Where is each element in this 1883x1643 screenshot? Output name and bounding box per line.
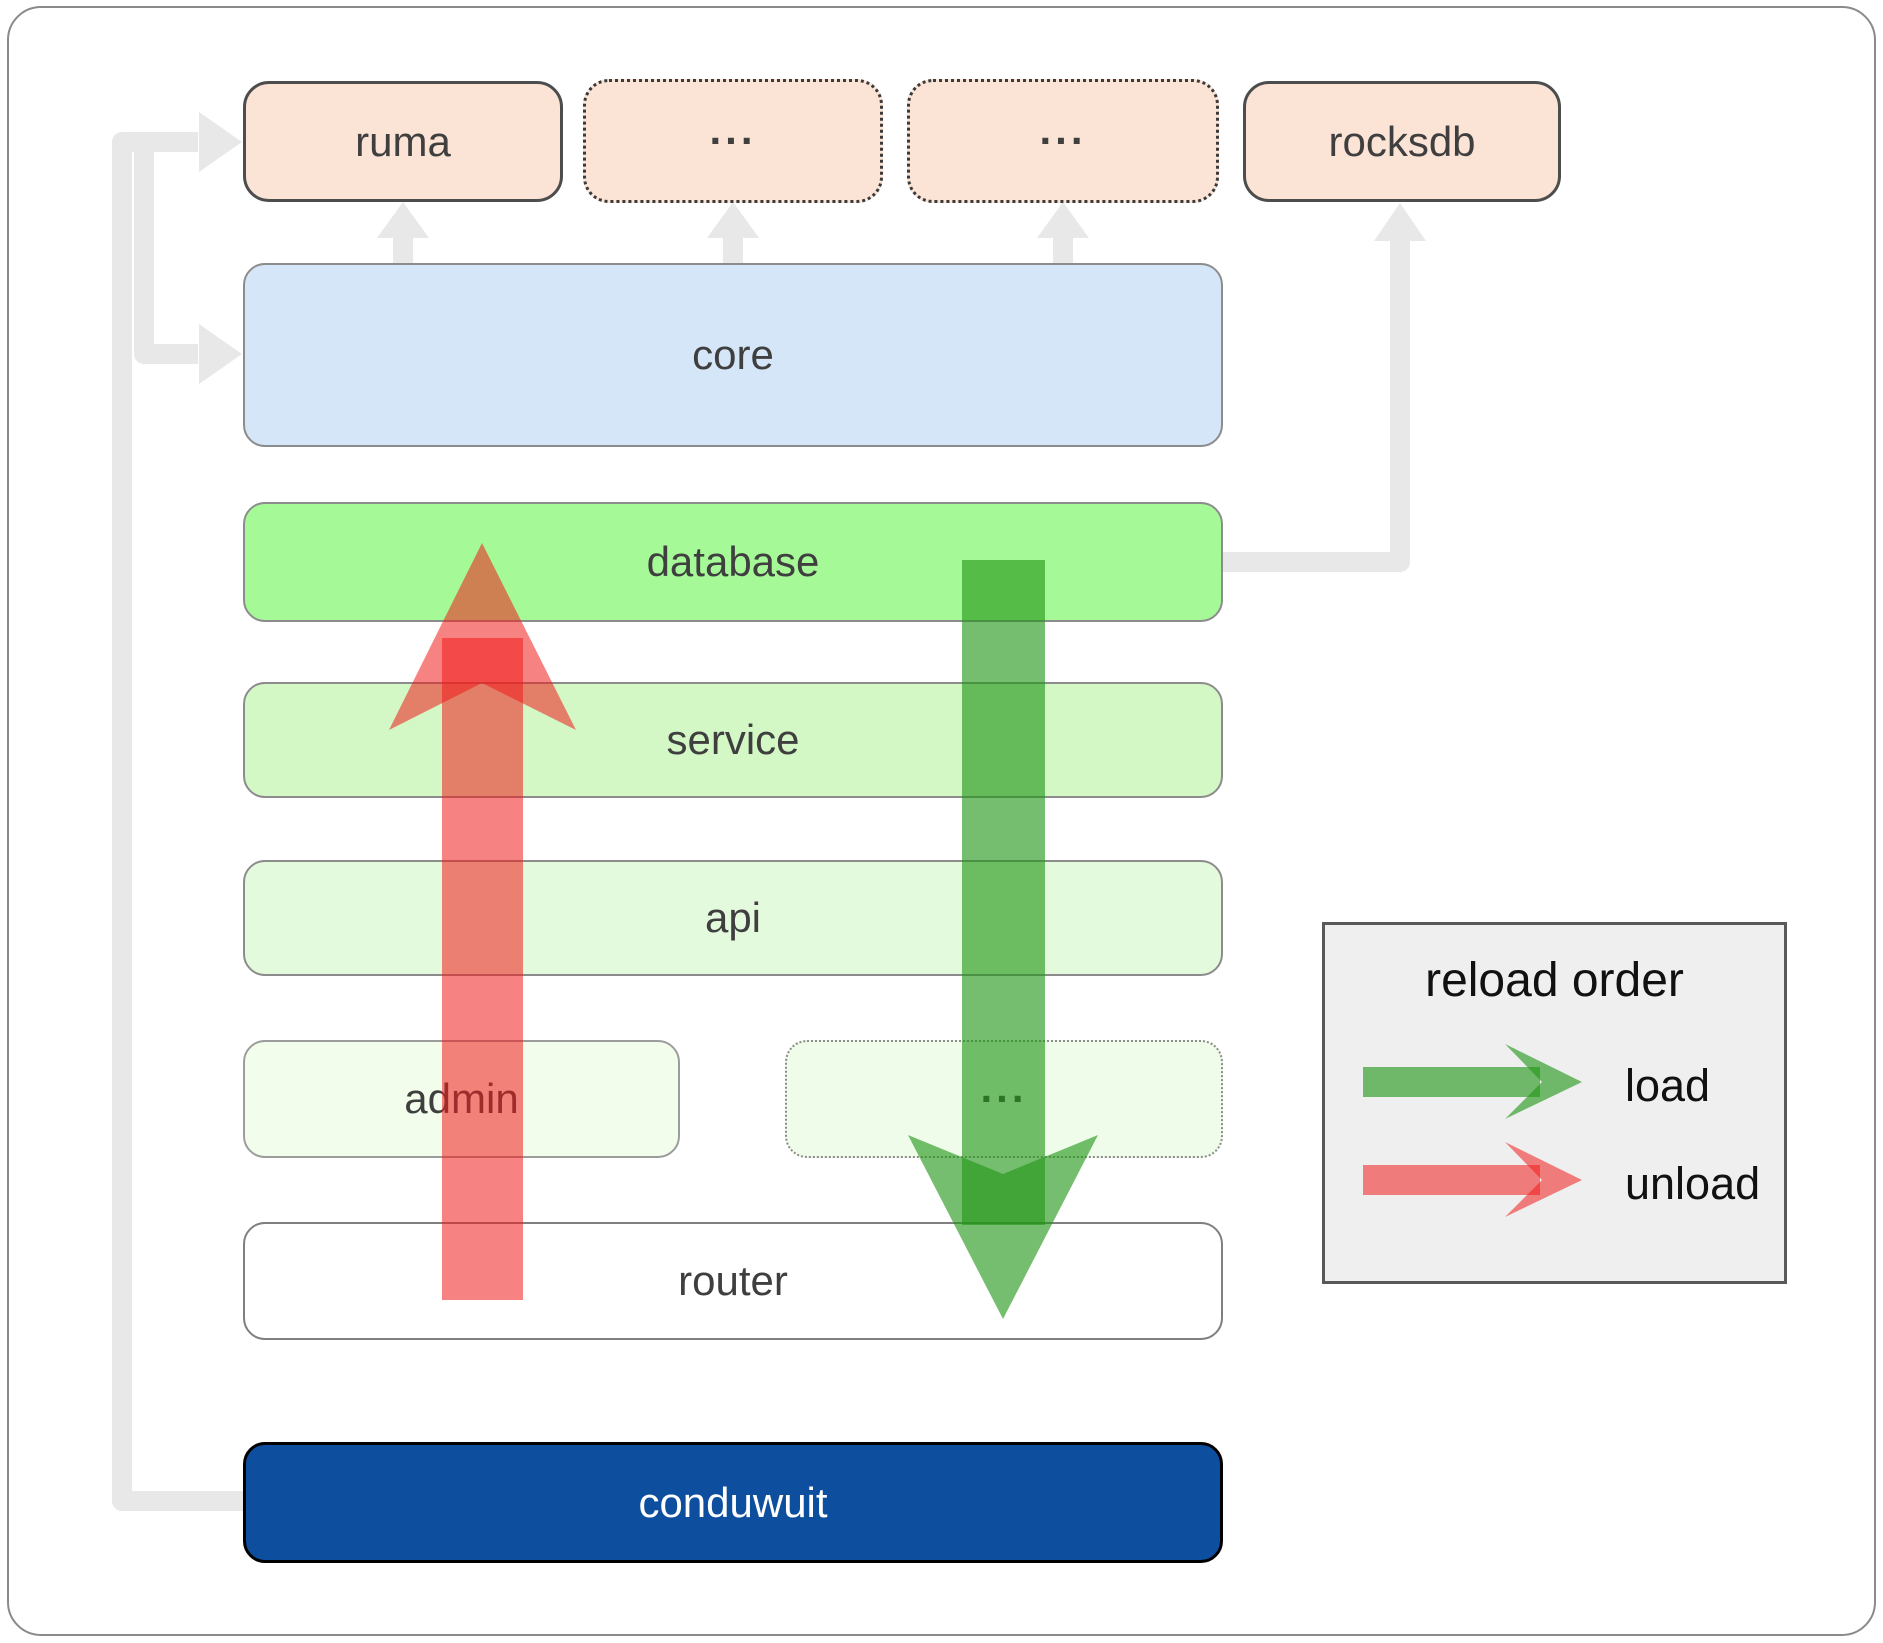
node-core: core: [243, 263, 1223, 447]
legend-load-arrow-head: [1505, 1044, 1582, 1119]
legend-unload-arrow-shaft: [1363, 1165, 1540, 1195]
node-ruma-label: ruma: [355, 117, 451, 165]
connector-core-to-more2-arrowhead: [1037, 202, 1089, 238]
connector-core-to-more1-arrowhead: [707, 202, 759, 238]
load-arrow-shaft: [962, 560, 1045, 1225]
node-more-top-2-label: ...: [1039, 106, 1087, 153]
load-arrow-head: [908, 1135, 1098, 1319]
unload-arrow-shaft: [442, 638, 523, 1300]
node-core-label: core: [692, 331, 774, 378]
connector-core-to-ruma-arrowhead: [377, 202, 429, 238]
node-database: database: [243, 502, 1223, 622]
connector-conduwuit-to-ruma-arrowhead: [199, 112, 242, 172]
node-conduwuit: conduwuit: [243, 1442, 1223, 1563]
node-conduwuit-label: conduwuit: [638, 1478, 828, 1526]
connector-conduwuit-to-core: [134, 146, 198, 364]
legend-load-label: load: [1625, 1060, 1711, 1111]
node-more-top-2: ...: [907, 79, 1219, 203]
node-api-label: api: [704, 894, 762, 941]
connector-core-to-ruma-shaft: [393, 236, 413, 265]
node-ruma: ruma: [243, 81, 563, 202]
legend-load-arrow-shaft: [1363, 1067, 1540, 1097]
legend-title: reload order: [1425, 954, 1684, 1007]
diagram-outer-border: [7, 6, 1876, 1636]
node-router-label: router: [678, 1257, 788, 1304]
node-service-label: service: [666, 716, 800, 763]
node-more-top-1: ...: [583, 79, 883, 203]
node-database-label: database: [646, 538, 820, 585]
node-rocksdb-label: rocksdb: [1328, 117, 1476, 165]
unload-arrow-head: [389, 543, 576, 730]
connector-core-to-more1-shaft: [723, 236, 743, 265]
node-more-top-1-label: ...: [709, 106, 757, 153]
connector-core-to-more2-shaft: [1053, 236, 1073, 265]
legend-reload-order: reload order load unload: [1322, 922, 1787, 1284]
node-rocksdb: rocksdb: [1243, 81, 1561, 202]
connector-database-to-rocksdb-arrowhead: [1374, 203, 1426, 241]
legend-unload-arrow-head: [1505, 1142, 1582, 1217]
node-api: api: [243, 860, 1223, 976]
node-router: router: [243, 1222, 1223, 1340]
connector-conduwuit-to-core-arrowhead: [199, 324, 242, 384]
connector-database-to-rocksdb: [1223, 240, 1410, 572]
connector-conduwuit-to-ruma: [112, 132, 243, 1511]
legend-unload-label: unload: [1625, 1158, 1761, 1209]
